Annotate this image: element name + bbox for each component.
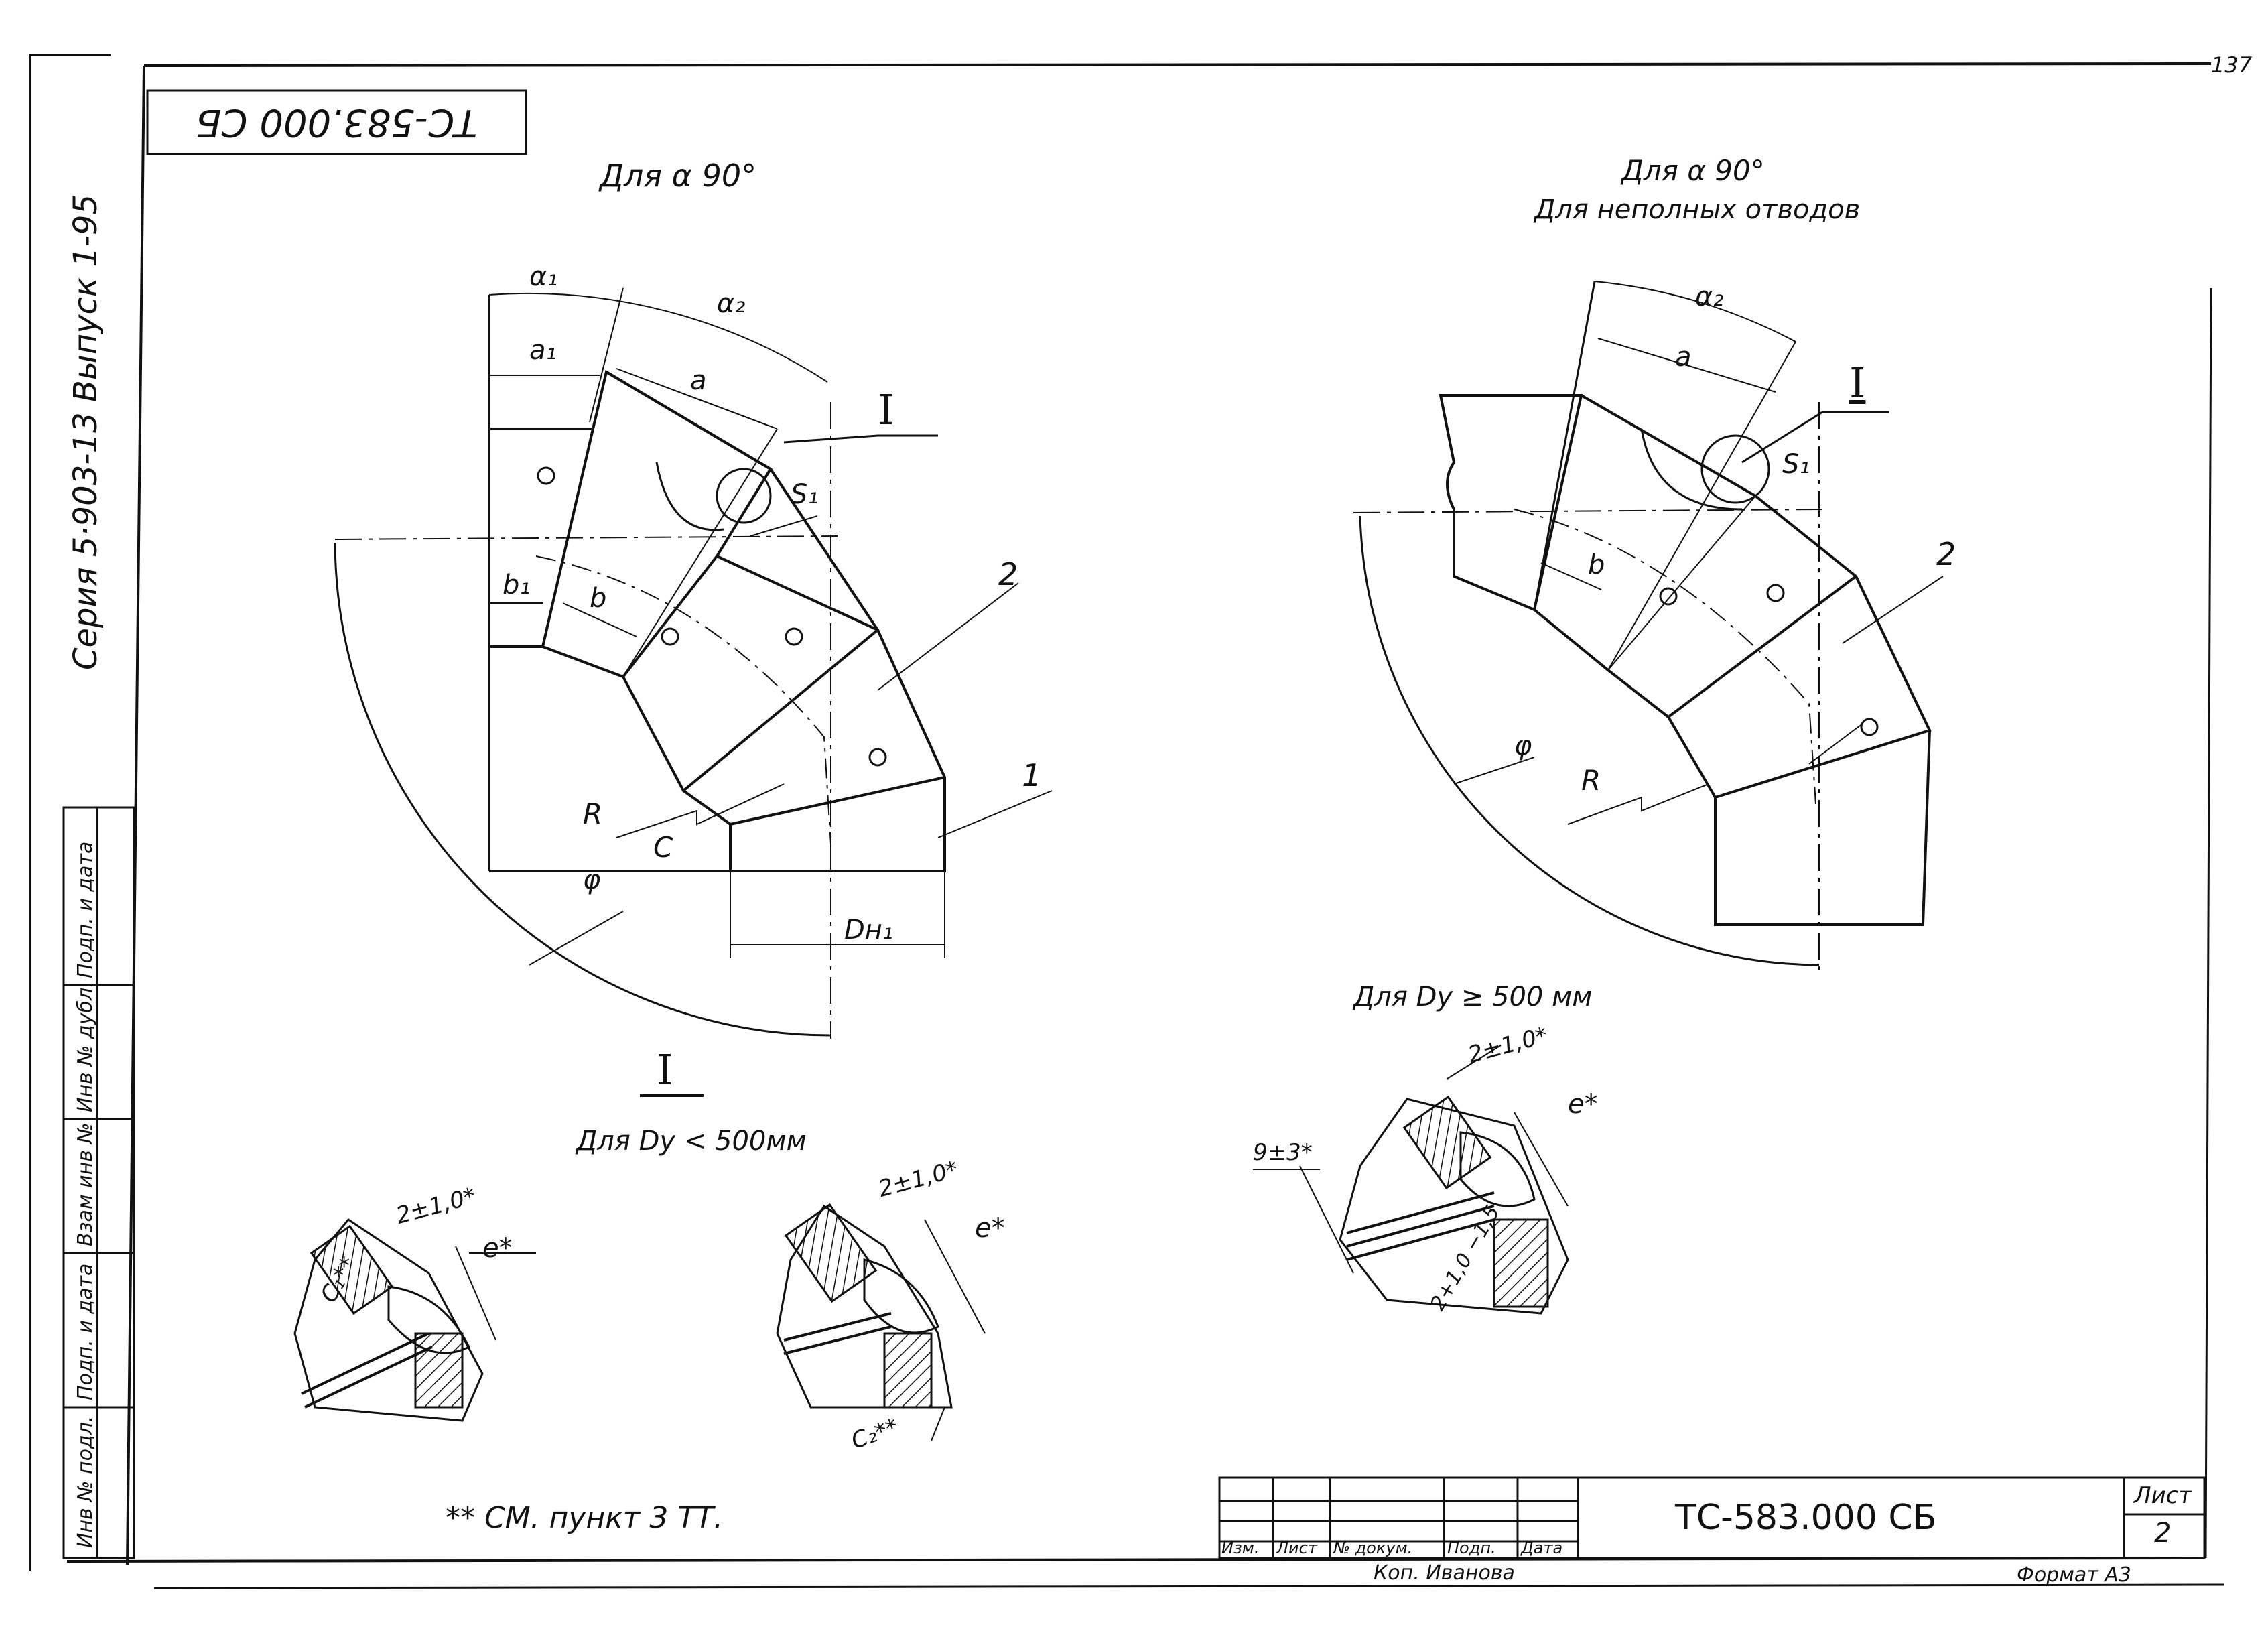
weld-detail-right: [1253, 1045, 1569, 1315]
label-roman-right: I: [1849, 358, 1866, 407]
label-dh1: Dн₁: [844, 915, 893, 945]
label-roman-left: I: [878, 385, 894, 434]
left-elbow-view: [334, 287, 1053, 1039]
stamp-code-rotated: ТС-583.000 СБ: [196, 101, 478, 144]
label-R-left: R: [583, 797, 603, 830]
label-C: C: [653, 831, 673, 864]
tb-header-izm: Изм.: [1221, 1539, 1260, 1557]
detail-roman: I: [657, 1045, 673, 1094]
margin-cell-inv-dubl: Инв № дубл.: [74, 981, 97, 1112]
detail-large-e: e*: [1568, 1089, 1598, 1120]
tb-header-data: Дата: [1521, 1539, 1563, 1557]
detail-large-title: Для Dy ≥ 500 мм: [1353, 982, 1593, 1012]
label-alpha2-right: α₂: [1695, 281, 1724, 312]
margin-cell-inv-podl: Инв № подл.: [74, 1415, 97, 1548]
tb-header-dokum: № докум.: [1333, 1539, 1413, 1557]
label-phi-left: φ: [583, 864, 601, 895]
tb-format: Формат А3: [2017, 1563, 2131, 1587]
label-alpha1: α₁: [529, 261, 558, 292]
title-block-lines: [1218, 1476, 2206, 1559]
label-a: a: [690, 365, 707, 396]
detail-large-dim: 9±3*: [1253, 1139, 1313, 1166]
weld-detail-middle: [776, 1203, 986, 1441]
page-number: 137: [2211, 52, 2253, 78]
label-b1: b₁: [503, 570, 531, 600]
margin-table-lines: [62, 806, 135, 1559]
label-s1-right: S₁: [1782, 449, 1810, 480]
label-s1: S₁: [791, 479, 819, 510]
label-a-right: a: [1675, 342, 1692, 373]
right-view-title: Для α 90°: [1621, 154, 1765, 187]
tb-header-podp: Подп.: [1447, 1539, 1496, 1557]
right-view-subtitle: Для неполных отводов: [1534, 194, 1861, 225]
label-2-right: 2: [1936, 536, 1956, 572]
label-phi-right: φ: [1514, 730, 1532, 761]
label-1-left: 1: [1022, 757, 1042, 793]
margin-cell-podp-data: Подп. и дата: [74, 1263, 97, 1400]
label-R-right: R: [1581, 764, 1601, 797]
label-a1: a₁: [529, 335, 557, 366]
right-elbow-view: [1353, 281, 1944, 972]
margin-cell-podp-data-2: Подп. и дата: [74, 841, 97, 978]
series-vertical: Серия 5·903-13 Выпуск 1-95: [67, 194, 105, 670]
detail-left-e: e*: [482, 1233, 513, 1264]
label-2-left: 2: [998, 556, 1018, 592]
footnote: ** СМ. пункт 3 ТТ.: [446, 1501, 724, 1535]
stamp-box: [146, 89, 527, 155]
detail-small-title: Для Dy < 500мм: [576, 1126, 807, 1157]
tb-sheet-number: 2: [2154, 1518, 2172, 1549]
margin-cell-vzam-inv: Взам инв №: [74, 1122, 97, 1246]
label-b: b: [590, 583, 607, 614]
tb-header-list: Лист: [1276, 1539, 1317, 1557]
weld-detail-left: [293, 1218, 536, 1422]
tb-code: ТС-583.000 СБ: [1675, 1498, 1937, 1538]
detail-mid-e: e*: [975, 1213, 1005, 1244]
tb-copied-by: Коп. Иванова: [1374, 1561, 1515, 1585]
left-view-title: Для α 90°: [600, 157, 757, 194]
label-alpha2: α₂: [717, 288, 746, 319]
stamp-code-container: ТС-583.000 СБ: [147, 90, 526, 154]
tb-sheet-label: Лист: [2134, 1482, 2192, 1509]
sheet-frame: [29, 54, 2225, 1589]
label-b-right: b: [1588, 549, 1605, 580]
